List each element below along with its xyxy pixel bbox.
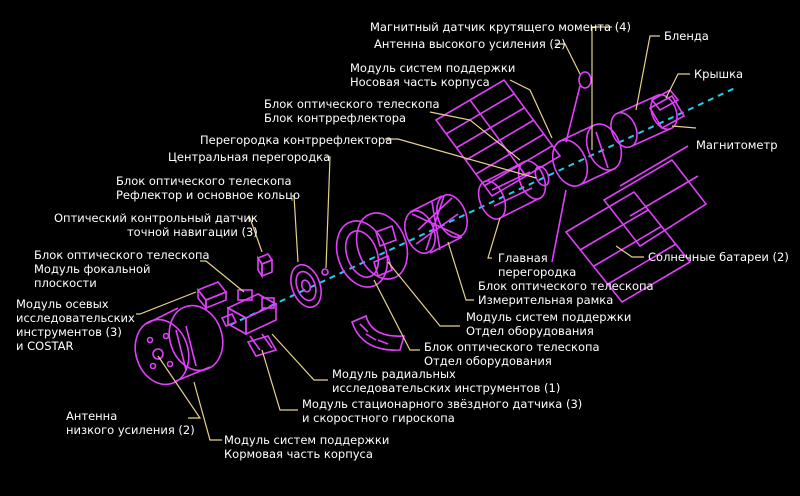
label-main-baffle: Главная перегородка [498, 251, 577, 279]
label-light-shield: Бленда [664, 29, 709, 43]
label-forward-shell: Модуль систем поддержки Носовая часть ко… [350, 61, 516, 89]
solar-array-upper [434, 78, 562, 198]
primary-mirror-part [290, 263, 322, 309]
solar-array-lower [564, 145, 708, 304]
leader-central-baffle [325, 156, 331, 269]
central-baffle-part [321, 268, 329, 276]
label-focal-plane: Блок оптического телескопа Модуль фокаль… [34, 248, 210, 290]
label-star-tracker: Модуль стационарного звёздного датчика (… [302, 397, 583, 425]
aft-shroud-part [134, 304, 224, 386]
leader-forward-shell [509, 79, 553, 139]
leader-magnetometer [671, 125, 697, 129]
label-fine-guidance: Оптический контрольный датчик точной нав… [54, 211, 258, 239]
light-shield-part [610, 93, 678, 149]
leader-fine-guidance [248, 217, 263, 253]
leader-axial-instruments [136, 291, 197, 315]
ota-equipment-ring [335, 212, 409, 288]
label-metering-truss: Блок оптического телескопа Измерительная… [478, 279, 654, 307]
label-magnetometer: Магнитометр [696, 138, 778, 152]
leader-torque-sensor [591, 26, 612, 150]
label-solar-arrays: Солнечные батареи (2) [648, 250, 789, 264]
ssm-equipment-part [351, 314, 406, 351]
label-aperture-door: Крышка [694, 67, 744, 81]
metering-truss-part [404, 193, 468, 255]
leader-primary-mirror [292, 195, 299, 263]
focal-plane-part [220, 289, 278, 357]
leader-solar-arrays [615, 245, 644, 258]
leader-radial-instruments [271, 333, 328, 381]
high-gain-antenna-part [551, 71, 592, 263]
leader-ssm-equipment [387, 261, 460, 327]
axial-instruments-part [196, 281, 228, 311]
label-high-gain-antenna: Антенна высокого усиления (2) [374, 37, 566, 51]
label-secondary-baffle: Перегородка контррефлектора [200, 133, 393, 147]
leader-metering-truss [447, 241, 474, 301]
label-primary-mirror: Блок оптического телескопа Рефлектор и о… [116, 174, 300, 202]
leader-low-gain [157, 355, 202, 419]
leader-star-tracker [261, 349, 298, 411]
label-central-baffle: Центральная перегородка [168, 150, 331, 164]
label-axial-instruments: Модуль осевых исследовательских инструме… [16, 297, 135, 353]
forward-shell-part [551, 123, 623, 187]
label-ssm-equipment: Модуль систем поддержки Отдел оборудован… [466, 310, 632, 338]
leader-secondary-baffle [385, 138, 537, 179]
leader-aft-shroud [193, 381, 222, 441]
label-aft-shroud: Модуль систем поддержки Кормовая часть к… [224, 433, 390, 461]
leader-light-shield [635, 35, 660, 111]
leader-focal-plane [200, 260, 245, 293]
leader-secondary-mirror [429, 111, 521, 161]
leader-hga [555, 43, 581, 75]
aperture-door-part [648, 88, 686, 130]
label-low-gain-antenna: Антенна низкого усиления (2) [66, 409, 195, 437]
label-secondary-mirror: Блок оптического телескопа Блок контрреф… [264, 97, 440, 125]
label-torque-sensor: Магнитный датчик крутящего момента (4) [370, 20, 631, 34]
label-radial-instruments: Модуль радиальных исследовательских инст… [332, 367, 561, 395]
leader-main-baffle [487, 217, 501, 259]
leader-ota-equipment [373, 279, 420, 351]
fine-guidance-part [256, 253, 274, 279]
label-ota-equipment: Блок оптического телескопа Отдел оборудо… [424, 340, 600, 368]
leader-aperture-door [665, 73, 690, 99]
